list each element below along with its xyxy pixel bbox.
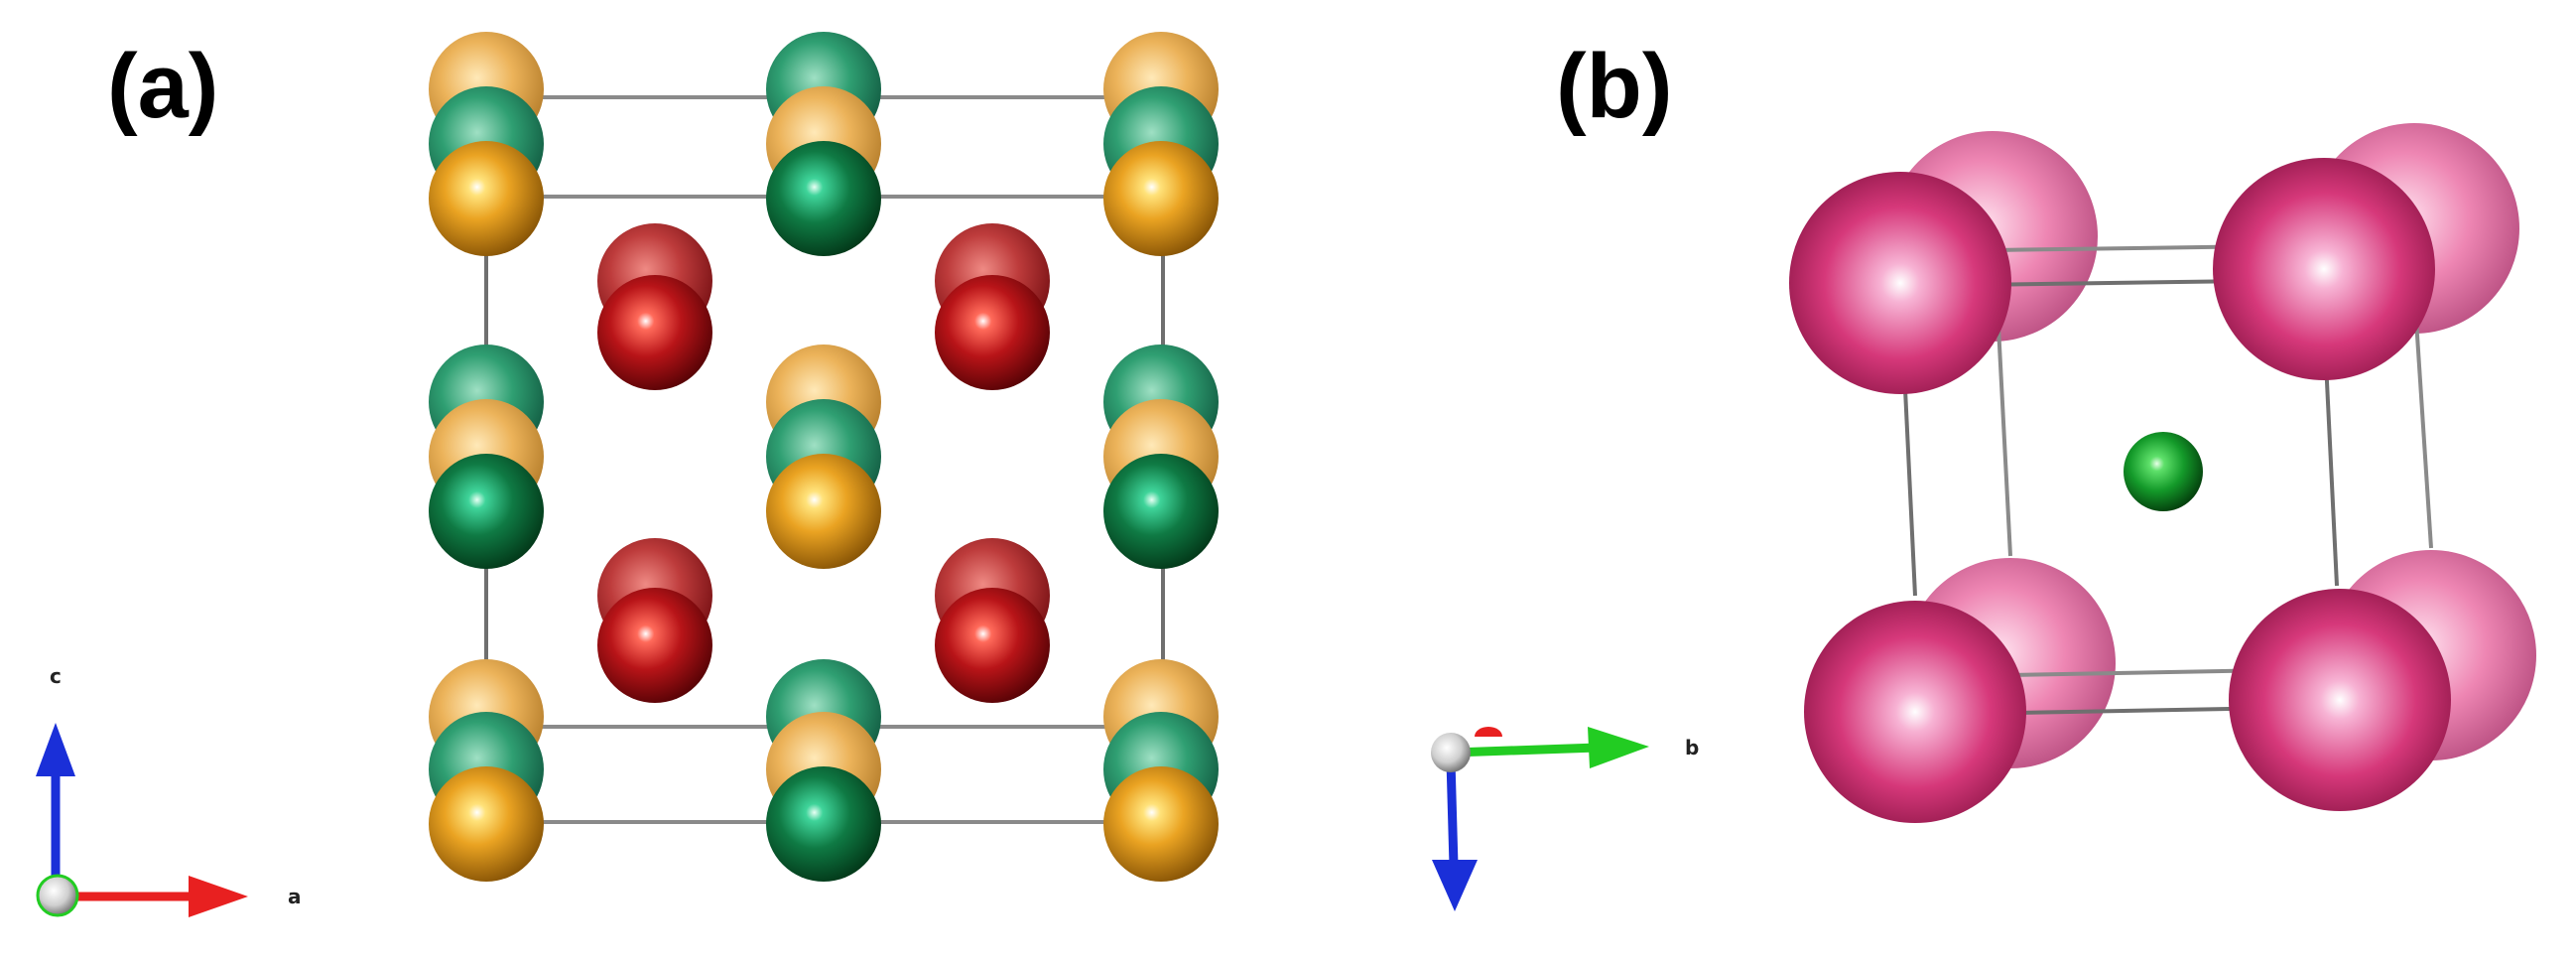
pink-atom [2229,589,2451,811]
origin-sphere [36,874,79,917]
b-axis-arrow [1588,727,1649,768]
pink-atom [2213,158,2435,380]
a-axis-arrow [189,876,248,917]
b-axis-label: b [1685,736,1699,759]
center-green-atom [2124,432,2203,511]
red-atom [597,275,712,390]
red-atom [597,588,712,703]
pink-atom [1804,601,2026,823]
red-atom [935,588,1050,703]
red-atom [935,275,1050,390]
panel-b-front-atoms [1789,158,2451,823]
pink-atom [1789,172,2011,394]
panel-b-label: (b) [1556,36,1672,137]
green-atom [1103,454,1219,569]
orange-atom [1103,766,1219,882]
panel-a-axis-triad: c a [36,664,302,917]
a-axis-stub [1475,727,1502,737]
orange-atom [429,141,544,256]
panel-a-atoms [429,32,1219,882]
c-axis-arrow [36,723,75,776]
green-atom [766,141,881,256]
c-axis-arrow-b [1432,860,1478,911]
green-atom [766,766,881,882]
panel-b-axis-triad: b [1431,727,1699,911]
c-axis-label: c [50,664,62,688]
panel-a-label: (a) [107,36,218,137]
orange-atom [766,454,881,569]
a-axis-label: a [288,885,302,908]
orange-atom [1103,141,1219,256]
orange-atom [429,766,544,882]
green-atom [429,454,544,569]
origin-sphere-b [1431,733,1471,772]
